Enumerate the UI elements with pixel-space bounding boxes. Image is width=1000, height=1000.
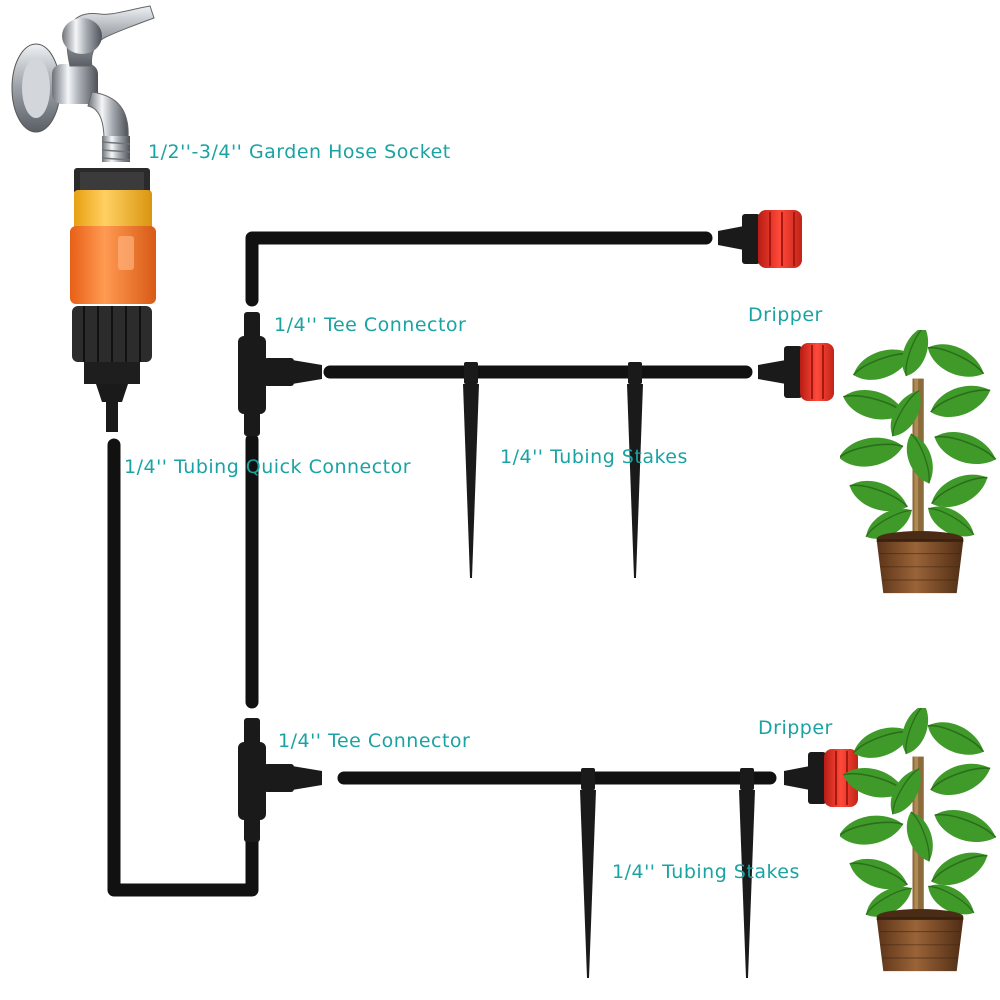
tubing-stake [580, 768, 596, 978]
faucet [11, 5, 155, 162]
dripper-top [718, 210, 802, 268]
label-dripper-middle: Dripper [748, 304, 823, 326]
potted-plant-bottom [837, 701, 1000, 972]
label-tee-connector-bottom: 1/4'' Tee Connector [278, 730, 471, 752]
label-tubing-stakes-bottom: 1/4'' Tubing Stakes [612, 861, 800, 883]
tee-connector-top [238, 312, 322, 436]
dripper-middle [758, 343, 834, 401]
tubing-stake [739, 768, 755, 978]
tubing [107, 231, 777, 897]
tee-connector-bottom [238, 718, 322, 842]
tubing-stake [463, 362, 479, 578]
main-supply-tube [107, 438, 259, 897]
label-dripper-bottom: Dripper [758, 717, 833, 739]
dripper-bottom [784, 749, 858, 807]
label-tee-connector-top: 1/4'' Tee Connector [274, 314, 467, 336]
tubing-stake [627, 362, 643, 578]
label-tubing-quick-connector: 1/4'' Tubing Quick Connector [124, 456, 412, 478]
top-branch-tube [245, 231, 713, 307]
label-tubing-stakes-top: 1/4'' Tubing Stakes [500, 446, 688, 468]
label-garden-hose-socket: 1/2''-3/4'' Garden Hose Socket [148, 141, 451, 163]
potted-plant-top [837, 323, 1000, 594]
hose-socket [70, 168, 156, 432]
